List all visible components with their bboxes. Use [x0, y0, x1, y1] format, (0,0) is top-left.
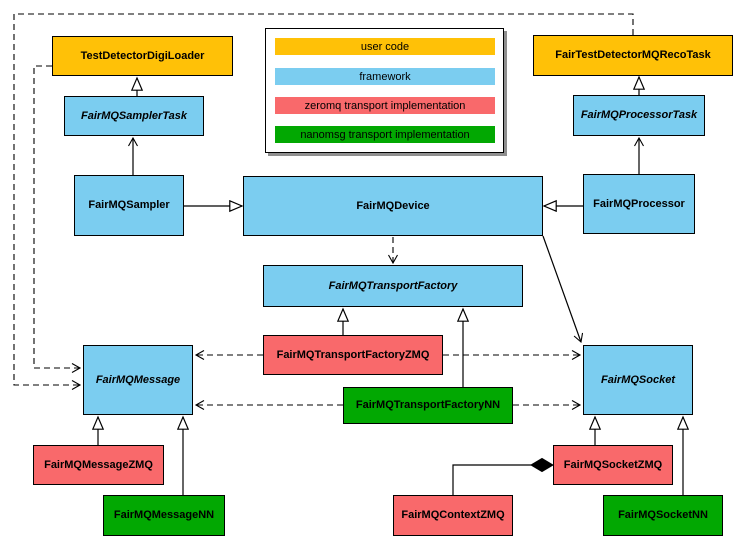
class-box-fairmqsocket: FairMQSocket	[583, 345, 693, 415]
legend-label: zeromq transport implementation	[304, 99, 466, 112]
class-label: FairTestDetectorMQRecoTask	[555, 49, 711, 62]
class-label: FairMQContextZMQ	[401, 509, 505, 522]
class-label: FairMQSocketNN	[618, 509, 708, 522]
class-label: FairMQSamplerTask	[81, 109, 187, 122]
legend: user code framework zeromq transport imp…	[265, 28, 504, 153]
composition-diamond-icon	[530, 457, 554, 473]
class-label: FairMQMessageNN	[113, 509, 215, 522]
legend-label: framework	[359, 70, 411, 83]
class-box-fairmqmessage: FairMQMessage	[83, 345, 193, 415]
class-box-testdetectordigiloader: TestDetectorDigiLoader	[52, 36, 233, 76]
class-box-fairmqsocketnn: FairMQSocketNN	[603, 495, 723, 536]
class-box-fairmqsampler: FairMQSampler	[74, 175, 184, 236]
class-box-fairmqmessagezmq: FairMQMessageZMQ	[33, 445, 164, 485]
class-label: FairMQProcessorTask	[580, 109, 698, 122]
class-box-fairmqtransportfactoryzmq: FairMQTransportFactoryZMQ	[263, 335, 443, 375]
dependency-digiloader-message	[33, 65, 82, 373]
class-label: FairMQSocketZMQ	[563, 458, 663, 471]
class-label: FairMQTransportFactory	[328, 279, 458, 292]
class-box-fairmqdevice: FairMQDevice	[243, 176, 543, 236]
class-box-fairmqtransportfactory: FairMQTransportFactory	[263, 265, 523, 307]
legend-label: user code	[360, 40, 410, 53]
class-label: FairMQDevice	[356, 199, 430, 212]
class-box-fairtestdetectormqrecotask: FairTestDetectorMQRecoTask	[533, 35, 733, 76]
class-box-fairmqtransportfactorynn: FairMQTransportFactoryNN	[343, 387, 513, 424]
legend-swatch-user-code: user code	[275, 38, 495, 55]
class-label: FairMQProcessor	[593, 197, 685, 210]
class-label: FairMQTransportFactoryZMQ	[276, 348, 430, 361]
class-label: FairMQSocket	[601, 373, 675, 386]
class-label: FairMQMessageZMQ	[44, 458, 153, 471]
legend-swatch-nanomsg: nanomsg transport implementation	[275, 126, 495, 143]
class-box-fairmqsamplertask: FairMQSamplerTask	[64, 96, 204, 136]
class-label: FairMQSampler	[88, 199, 170, 212]
class-label: FairMQMessage	[95, 373, 181, 386]
legend-swatch-zeromq: zeromq transport implementation	[275, 97, 495, 114]
class-box-fairmqprocessortask: FairMQProcessorTask	[573, 95, 705, 136]
class-label: TestDetectorDigiLoader	[80, 49, 205, 62]
arrow-device-socket	[542, 235, 584, 344]
legend-label: nanomsg transport implementation	[300, 128, 470, 141]
class-box-fairmqmessagenn: FairMQMessageNN	[103, 495, 225, 536]
class-label: FairMQTransportFactoryNN	[355, 399, 501, 412]
legend-swatch-framework: framework	[275, 68, 495, 85]
class-box-fairmqprocessor: FairMQProcessor	[583, 174, 695, 234]
dependency-recotask-message	[13, 13, 634, 390]
composition-line-contextzmq-socketzmq	[452, 464, 531, 495]
class-box-fairmqcontextzmq: FairMQContextZMQ	[393, 495, 513, 536]
class-box-fairmqsocketzmq: FairMQSocketZMQ	[553, 445, 673, 485]
